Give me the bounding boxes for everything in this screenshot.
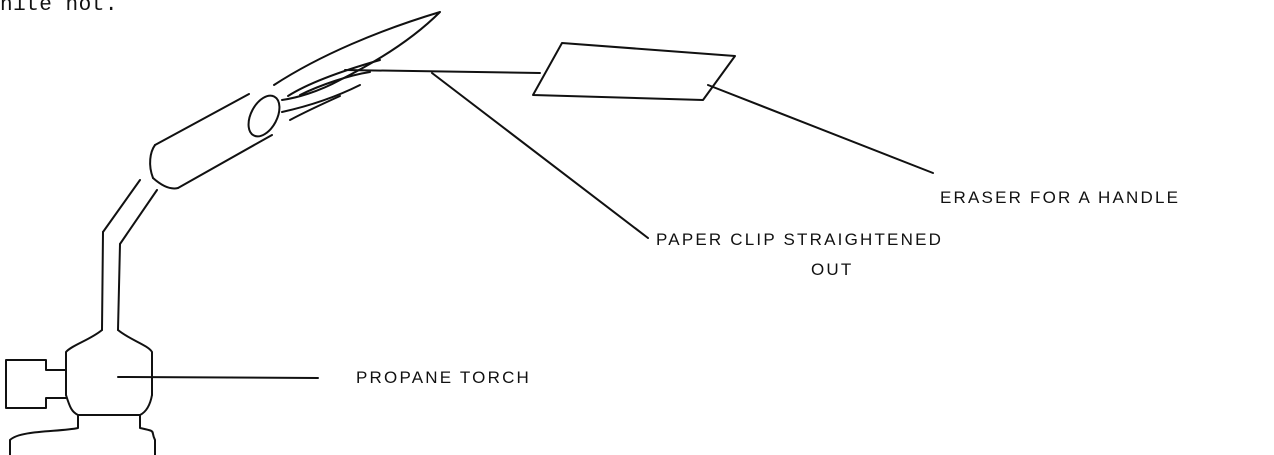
leader-line-paper-clip (431, 72, 649, 239)
leader-line-torch (117, 376, 319, 379)
intro-text-fragment: hite hot. (0, 0, 118, 17)
leader-line-eraser (707, 84, 934, 174)
propane-torch-label: PROPANE TORCH (356, 368, 532, 387)
paper-clip-wire (344, 69, 541, 74)
eraser-handle (532, 42, 736, 101)
paper-clip-label-line1: PAPER CLIP STRAIGHTENED (656, 230, 944, 249)
flame (273, 11, 441, 121)
paper-clip-label-line2: OUT (811, 260, 854, 279)
propane-torch (5, 93, 281, 455)
eraser-label: ERASER FOR A HANDLE (940, 188, 1181, 207)
